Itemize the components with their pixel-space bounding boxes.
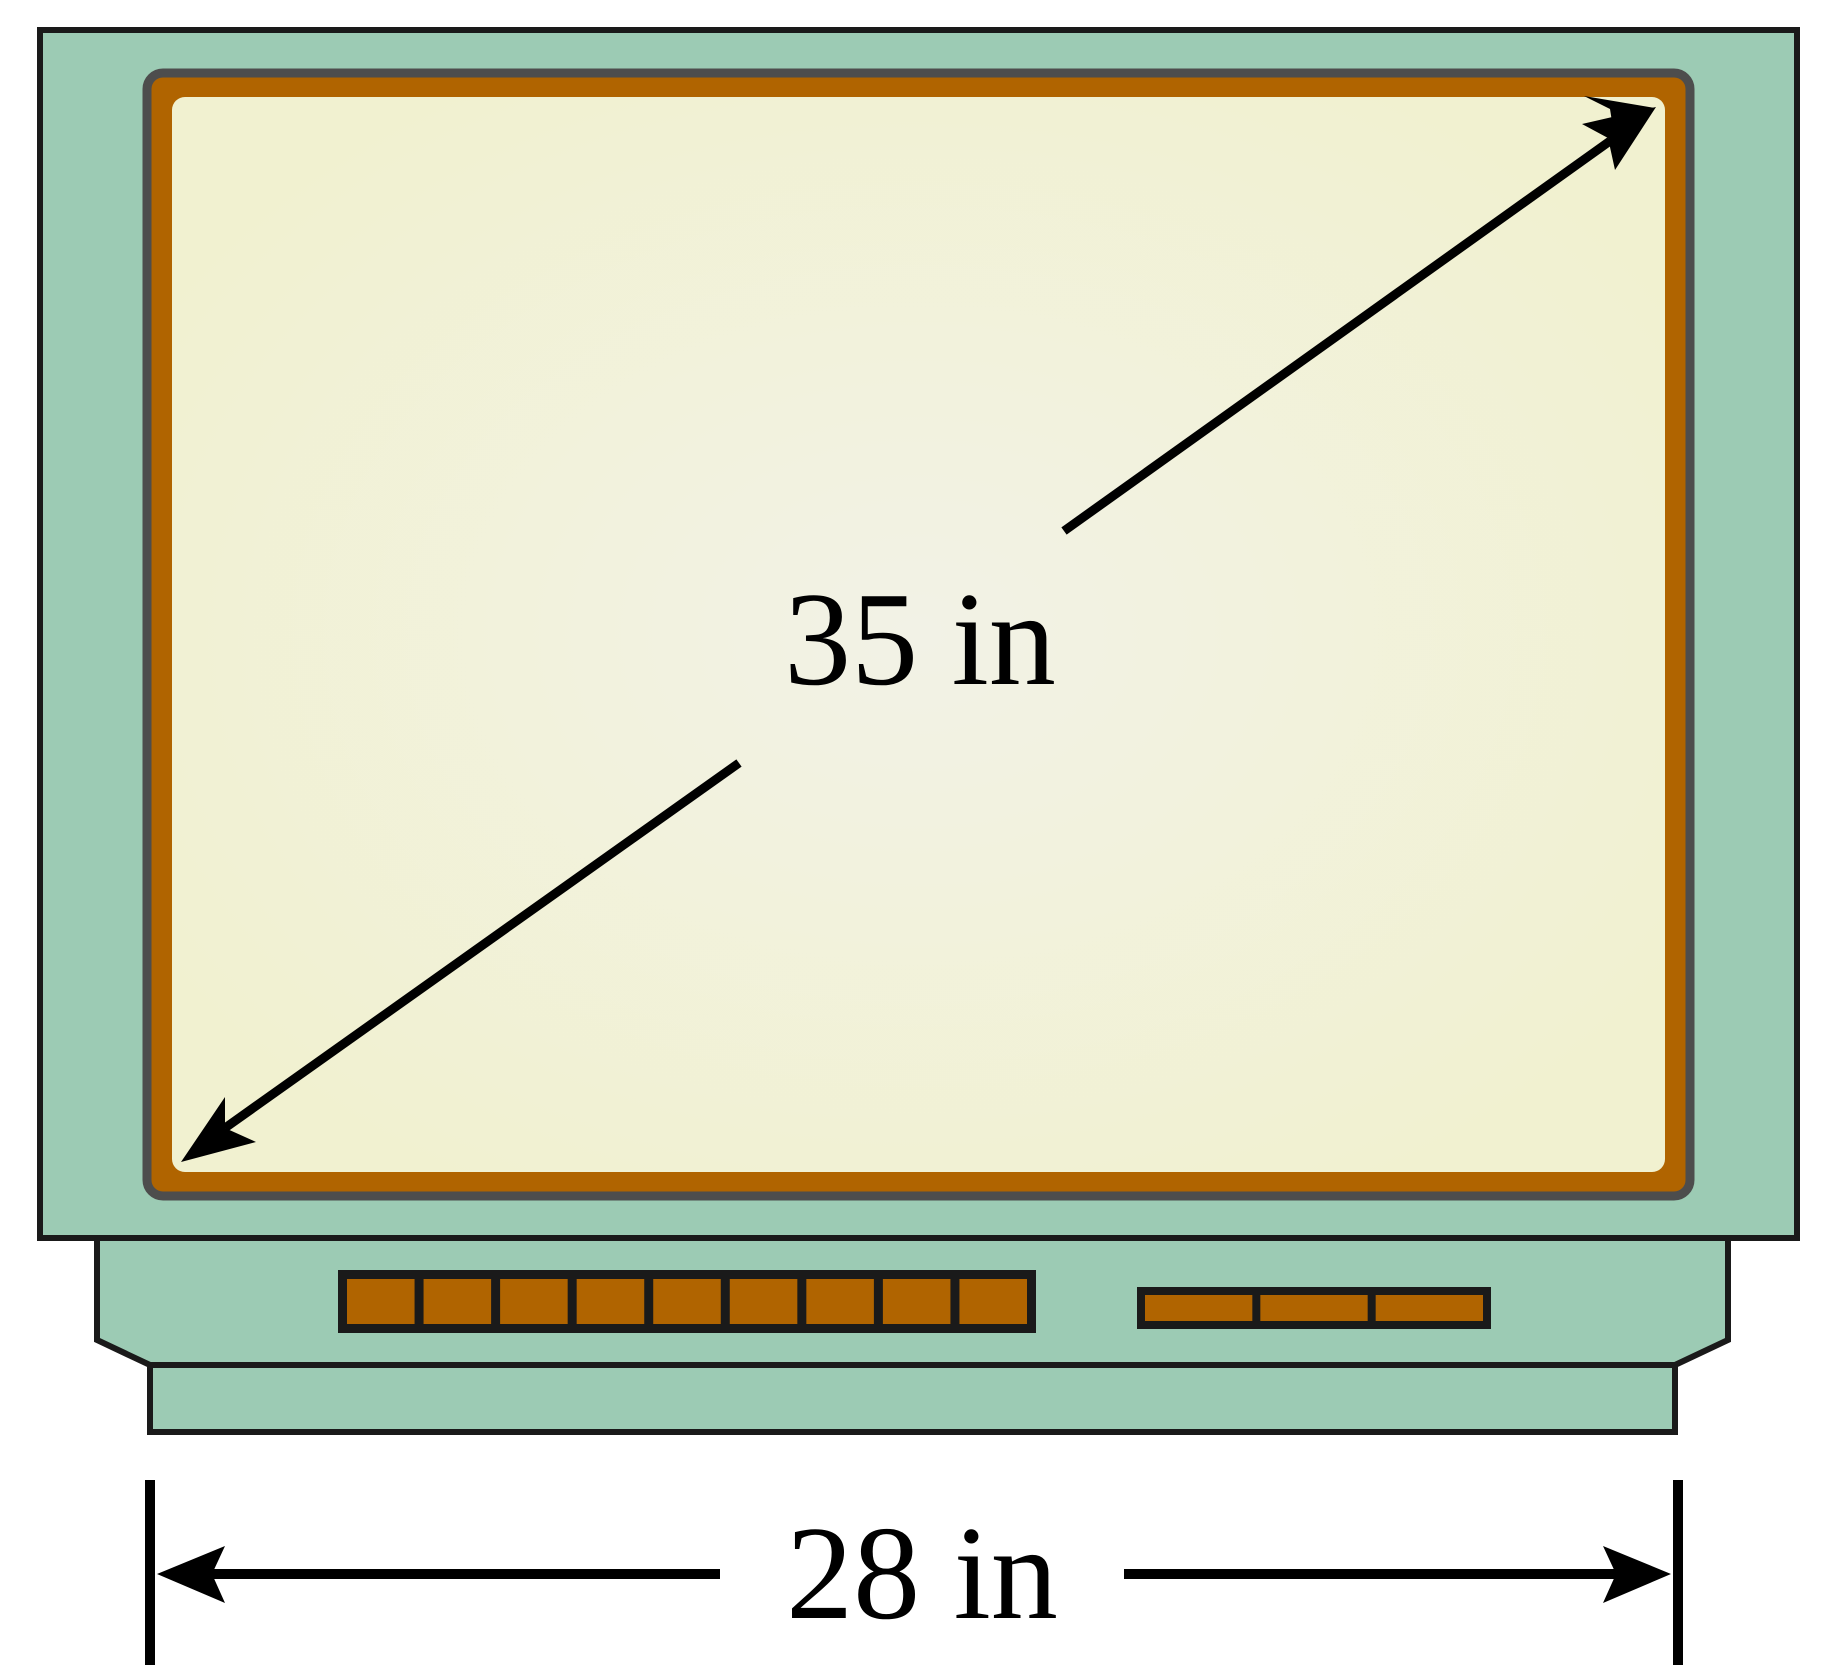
diagonal-arrowhead-upper-icon — [1582, 107, 1656, 170]
width-label: 28 in — [786, 1499, 1058, 1647]
front-panel-button — [806, 1279, 874, 1324]
front-panel-button — [576, 1279, 645, 1324]
front-panel-button — [959, 1279, 1027, 1324]
front-panel-button — [1145, 1295, 1253, 1321]
tv-foot — [147, 1362, 1678, 1435]
front-panel-button — [653, 1279, 721, 1324]
diagonal-label: 35 in — [784, 565, 1056, 713]
diagonal-dimension: 35 in — [181, 96, 1656, 1162]
front-panel-button — [500, 1279, 568, 1324]
front-panel-button — [1375, 1295, 1483, 1321]
diagonal-arrow-upper-shaft — [1061, 137, 1613, 535]
width-arrowhead-right-icon — [1603, 1546, 1671, 1603]
width-arrowhead-left-icon — [157, 1546, 225, 1603]
width-dimension: 28 in — [145, 1480, 1683, 1665]
front-panel-button — [729, 1279, 798, 1324]
front-panel-button — [1260, 1295, 1368, 1321]
right-button-strip — [1137, 1287, 1491, 1329]
front-panel-button — [423, 1279, 492, 1324]
front-panel-button — [347, 1279, 415, 1324]
diagonal-arrowhead-lower-icon — [181, 1097, 256, 1162]
diagonal-arrow-lower-shaft — [222, 759, 742, 1132]
front-panel-button — [882, 1279, 951, 1324]
front-button-strip — [338, 1270, 1036, 1333]
